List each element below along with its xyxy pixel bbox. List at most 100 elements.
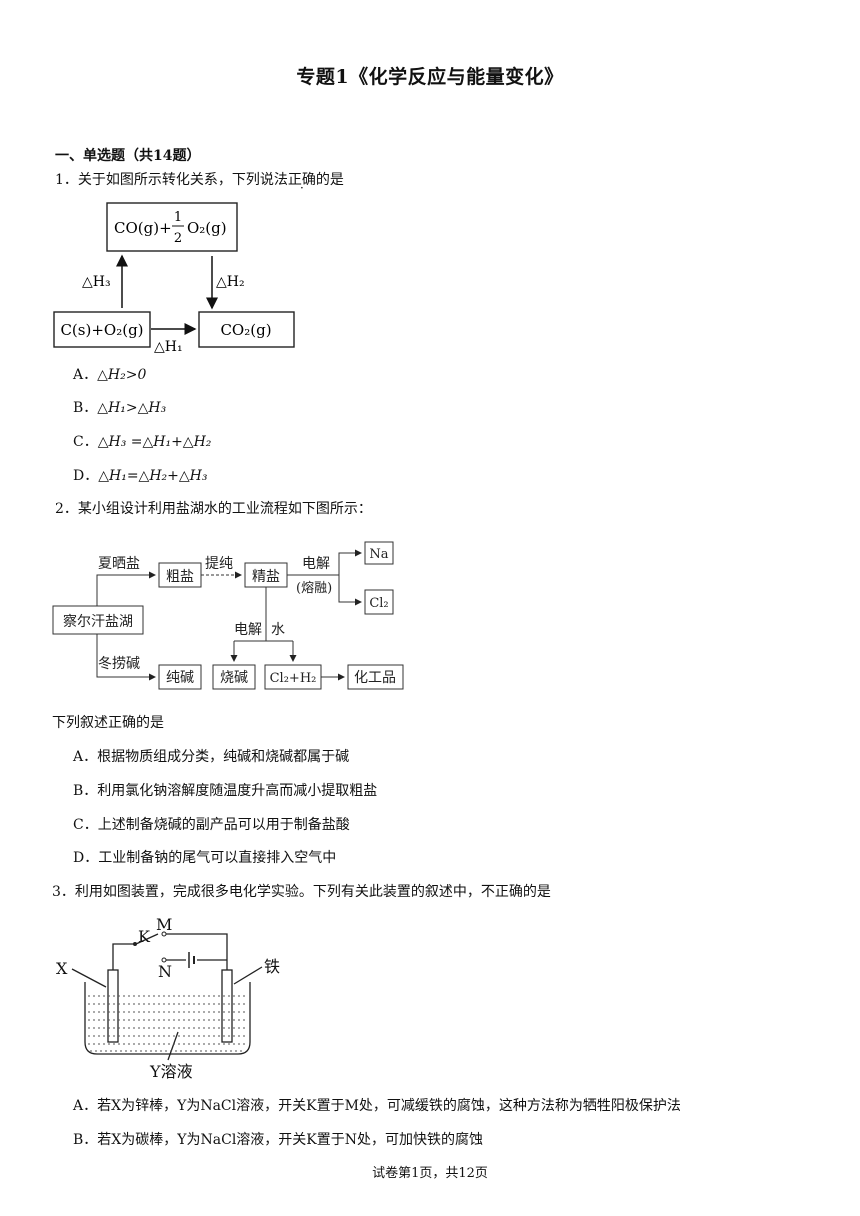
q2-box-cl2: [364, 589, 394, 615]
option-text: 工业制备钠的尾气可以直接排入空气中: [98, 850, 337, 866]
option-letter: A．: [73, 367, 98, 383]
option-text: △H₃ =△H₁+△H₂: [97, 434, 212, 450]
q1-stem-emphasis: 正确: [288, 172, 316, 188]
q3-pointer-y: [167, 1031, 179, 1061]
q2-arrow-na: [338, 549, 362, 575]
q2-soda-label: 纯碱: [166, 670, 194, 686]
option-letter: C．: [73, 817, 98, 833]
q2-crude-label: 粗盐: [166, 569, 194, 585]
q1-top-box: [106, 202, 238, 252]
q2-box-caustic: [212, 664, 256, 690]
q3-stem: 3．利用如图装置，完成很多电化学实验。下列有关此装置的叙述中，不正确的是: [52, 884, 551, 900]
q2-option-a[interactable]: A．根据物质组成分类，纯碱和烧碱都属于碱: [73, 748, 349, 766]
q3-pointer-x: [71, 968, 107, 988]
q2-box-lake: [52, 605, 144, 635]
q2-caustic-label: 烧碱: [220, 670, 248, 686]
q3-electrode-x: [107, 969, 119, 1043]
option-text: 利用氯化钠溶解度随温度升高而减小提取粗盐: [97, 783, 378, 799]
option-text: △H₂>0: [97, 367, 147, 383]
q1-frac-num: 1: [174, 210, 182, 225]
q3-label-k: K: [138, 927, 151, 946]
q2-box-chem: [347, 664, 404, 690]
q1-label-h2: △H₂: [216, 274, 245, 290]
q3-label-y: Y溶液: [149, 1062, 193, 1081]
q2-molten-label: (熔融): [296, 581, 332, 596]
q2-water-label: 水: [271, 622, 285, 638]
q1-label-h1: △H₁: [154, 339, 183, 355]
q3-node-n: [161, 957, 167, 963]
q2-fine-label: 精盐: [252, 569, 280, 585]
option-text: 若X为碳棒，Y为NaCl溶液，开关K置于N处，可加快铁的腐蚀: [97, 1132, 483, 1148]
page-title: 专题1《化学反应与能量变化》: [296, 66, 564, 88]
q1-right-box-label: CO₂(g): [220, 321, 271, 339]
q2-cl2-label: Cl₂: [369, 596, 388, 611]
option-letter: A．: [73, 749, 98, 765]
option-letter: C．: [73, 434, 98, 450]
q3-label-n: N: [158, 962, 172, 981]
option-text: △H₁>△H₃: [97, 400, 167, 416]
q1-energy-diagram: CO(g)+ 1 2 O₂(g) C(s)+O₂(g) CO₂(g) △H₃ △…: [53, 202, 295, 355]
q3-beaker: [84, 982, 251, 1055]
q3-option-a[interactable]: A．若X为锌棒，Y为NaCl溶液，开关K置于M处，可减缓铁的腐蚀，这种方法称为牺…: [73, 1097, 681, 1115]
option-letter: A．: [73, 1098, 98, 1114]
q3-option-b[interactable]: B．若X为碳棒，Y为NaCl溶液，开关K置于N处，可加快铁的腐蚀: [73, 1131, 483, 1149]
q2-arrow-summer: [96, 571, 156, 606]
q2-option-c[interactable]: C．上述制备烧碱的副产品可以用于制备盐酸: [73, 816, 350, 834]
q3-wire-m: [165, 933, 228, 970]
q3-switch-k: [135, 933, 159, 945]
q2-na-label: Na: [369, 547, 388, 562]
q3-electrode-iron: [221, 969, 233, 1043]
q3-node-m: [161, 931, 167, 937]
section-heading: 一、单选题（共14题）: [55, 148, 201, 164]
q1-right-box: [198, 311, 295, 348]
q1-label-h3: △H₃: [82, 274, 111, 290]
q2-box-na: [364, 541, 394, 565]
q3-pointer-iron: [233, 966, 263, 985]
q2-flow-diagram: 察尔汗盐湖 夏晒盐 粗盐 提纯 精盐 电解 (熔融) Na Cl₂ 电解 水 冬…: [52, 541, 404, 690]
q3-solution: [88, 995, 247, 1052]
q1-frac-den: 2: [174, 231, 182, 246]
q2-lake-label: 察尔汗盐湖: [63, 613, 133, 630]
q2-arrow-cl2: [338, 575, 362, 606]
q2-option-d[interactable]: D．工业制备钠的尾气可以直接排入空气中: [73, 849, 336, 867]
option-letter: D．: [73, 850, 99, 866]
q3-label-iron: 铁: [264, 957, 280, 976]
q1-left-box: [53, 311, 151, 348]
q2-electrolysis-label: 电解: [302, 556, 330, 572]
option-letter: B．: [73, 1132, 98, 1148]
q1-option-b[interactable]: B．△H₁>△H₃: [73, 399, 166, 417]
q2-summer-label: 夏晒盐: [98, 556, 140, 572]
q1-top-box-label: CO(g)+: [114, 219, 172, 237]
q1-stem-post: 的是: [315, 172, 344, 188]
page-footer: 试卷第1页，共12页: [372, 1166, 488, 1181]
q1-option-c[interactable]: C．△H₃ =△H₁+△H₂: [73, 433, 211, 451]
q1-top-box-tail: O₂(g): [187, 219, 227, 237]
option-letter: B．: [73, 400, 98, 416]
q2-box-soda: [158, 664, 202, 690]
q1-stem: 1．关于如图所示转化关系，下列说法正确的是: [55, 171, 344, 189]
q1-option-a[interactable]: A．△H₂>0: [73, 366, 146, 384]
q2-arrow-winter: [96, 634, 156, 681]
q2-option-b[interactable]: B．利用氯化钠溶解度随温度升高而减小提取粗盐: [73, 782, 377, 800]
q3-wire-left: [112, 943, 135, 970]
option-letter: D．: [73, 468, 99, 484]
q2-stem: 2．某小组设计利用盐湖水的工业流程如下图所示：: [55, 501, 372, 517]
option-letter: B．: [73, 783, 98, 799]
q2-electrolysis2-label: 电解: [234, 622, 262, 638]
q2-lead: 下列叙述正确的是: [52, 715, 164, 731]
q1-left-box-label: C(s)+O₂(g): [60, 321, 143, 339]
q1-option-d[interactable]: D．△H₁=△H₂+△H₃: [73, 467, 207, 485]
option-text: 上述制备烧碱的副产品可以用于制备盐酸: [97, 817, 350, 833]
q2-purify-label: 提纯: [205, 556, 233, 572]
q2-cl2h2-label: Cl₂+H₂: [270, 671, 317, 686]
option-text: △H₁=△H₂+△H₃: [98, 468, 208, 484]
option-text: 若X为锌棒，Y为NaCl溶液，开关K置于M处，可减缓铁的腐蚀，这种方法称为牺牲阳…: [97, 1098, 681, 1114]
q1-stem-pre: 1．关于如图所示转化关系，下列说法: [55, 172, 288, 188]
q2-chem-label: 化工品: [354, 670, 396, 686]
q2-winter-label: 冬捞碱: [98, 656, 140, 672]
q3-label-x: X: [56, 959, 68, 978]
q3-node-k: [133, 942, 137, 946]
q3-label-m: M: [156, 915, 172, 934]
q3-apparatus-diagram: M K N X 铁 Y溶液: [56, 915, 280, 1081]
option-text: 根据物质组成分类，纯碱和烧碱都属于碱: [97, 749, 350, 765]
